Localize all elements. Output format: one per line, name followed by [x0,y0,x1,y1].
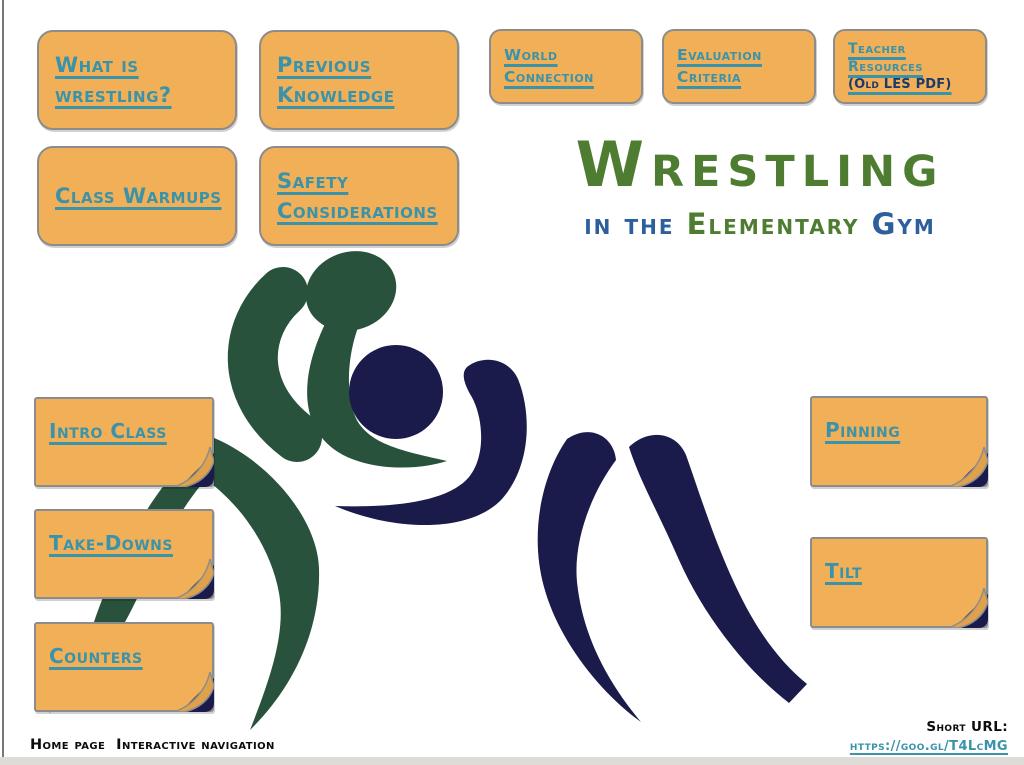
short-url-block: Short URL: https://goo.gl/T4LcMG [748,719,1008,754]
nav-button-pinning[interactable]: Pinning [810,396,988,487]
nav-button-label: Class Warmups [55,183,222,208]
page-title: Wrestling [575,128,945,201]
title-block: Wrestling in the Elementary Gym [500,134,1020,239]
nav-button-label: Intro Class [49,419,167,443]
nav-button-intro-class[interactable]: Intro Class [34,397,214,487]
nav-button-label: World Connection [504,45,594,86]
nav-button-counters[interactable]: Counters [34,622,214,712]
window-edge-left [2,0,4,765]
nav-button-what-is-wrestling[interactable]: What is wrestling? [37,30,237,130]
navy-wrestler-arm [335,359,527,526]
short-url-link[interactable]: https://goo.gl/T4LcMG [849,739,1008,754]
nav-button-label: Tilt [825,559,863,583]
nav-button-teacher-resources[interactable]: Teacher Resources (Old LES PDF) [833,29,987,104]
navy-wrestler-right-leg [629,434,807,703]
nav-button-safety-considerations[interactable]: Safety Considerations [259,146,459,246]
short-url-label: Short URL: [926,719,1008,735]
nav-button-label: Previous Knowledge [277,52,395,107]
subtitle-part-in-the: in the [584,207,687,241]
nav-button-label: Safety Considerations [277,168,438,223]
teacher-resources-text: Teacher Resources [848,41,924,76]
navy-wrestler [335,345,807,722]
footer-caption: Home page Interactive navigation [30,737,275,753]
nav-button-take-downs[interactable]: Take-Downs [34,509,214,599]
nav-button-label: Teacher Resources (Old LES PDF) [835,40,985,93]
nav-button-evaluation-criteria[interactable]: Evaluation Criteria [662,29,816,104]
folded-corner-icon [173,446,214,487]
navy-wrestler-left-leg [537,432,641,722]
nav-button-label: What is wrestling? [55,52,172,107]
folded-corner-icon [173,558,214,599]
green-wrestler-torso [307,312,447,468]
nav-button-label: Evaluation Criteria [677,45,762,86]
nav-button-previous-knowledge[interactable]: Previous Knowledge [259,30,459,130]
window-edge-bottom [0,757,1024,765]
subtitle-part-gym: Gym [871,207,936,241]
nav-button-tilt[interactable]: Tilt [810,537,988,628]
nav-button-class-warmups[interactable]: Class Warmups [37,146,237,246]
folded-corner-icon [173,671,214,712]
page-subtitle: in the Elementary Gym [500,210,1020,239]
green-wrestler-head [305,251,397,331]
green-wrestler-front-leg [172,430,320,730]
nav-button-label: Pinning [825,418,901,442]
old-les-pdf-text: (Old LES PDF) [848,76,952,92]
subtitle-part-elementary: Elementary [686,207,872,241]
nav-button-label: Take-Downs [49,531,173,555]
folded-corner-icon [947,587,988,628]
nav-button-label: Counters [49,644,143,668]
folded-corner-icon [947,446,988,487]
green-wrestler-arm [227,267,322,462]
nav-button-world-connection[interactable]: World Connection [489,29,643,104]
navy-wrestler-head [349,345,443,439]
